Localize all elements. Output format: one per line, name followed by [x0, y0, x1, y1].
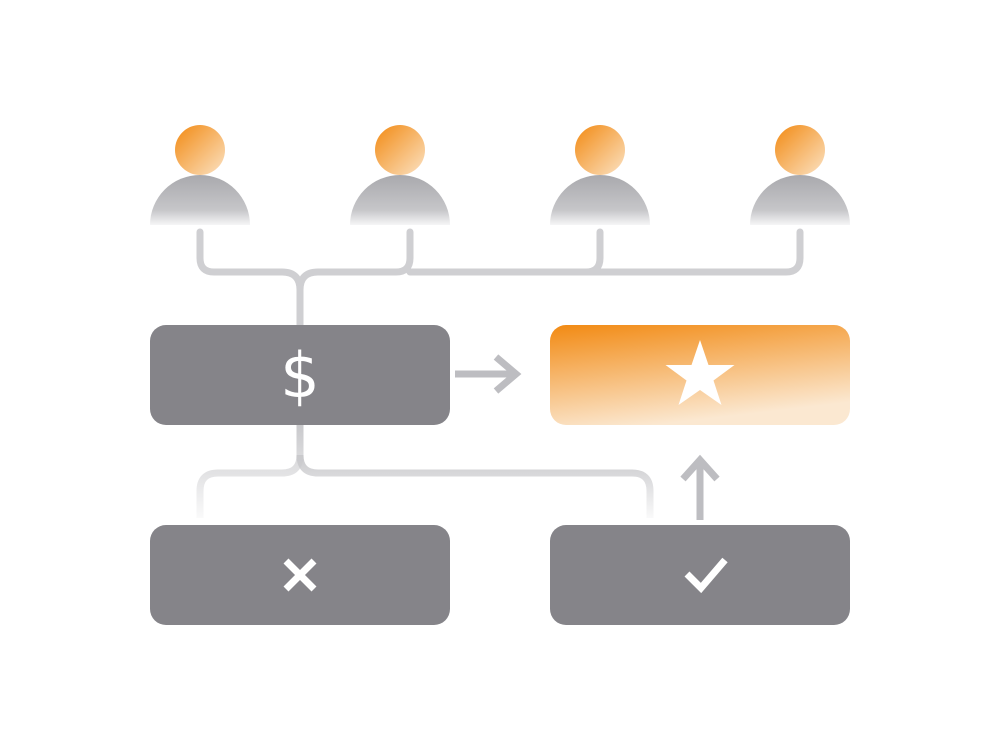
connector-to-rejected: [196, 425, 304, 518]
connector-user-2: [296, 228, 414, 294]
user-head: [775, 125, 825, 175]
user-head: [575, 125, 625, 175]
user-body: [350, 175, 450, 225]
checkmark-icon: [684, 557, 728, 594]
reward-box: [550, 325, 850, 425]
user-body: [150, 175, 250, 225]
connector-user-1: [196, 228, 304, 329]
connector-user-4: [582, 228, 804, 276]
user-body: [550, 175, 650, 225]
payment-box: $: [150, 325, 450, 425]
connector-user-3: [406, 228, 604, 276]
approved-box: [550, 525, 850, 625]
user-head: [175, 125, 225, 175]
star-icon: [665, 340, 735, 405]
close-icon: [283, 558, 317, 592]
user-connectors: [196, 228, 804, 329]
arrow-up-icon: [680, 454, 720, 520]
connector-to-approved: [296, 454, 654, 518]
arrow-right-icon: [455, 354, 522, 394]
user-2: [350, 125, 450, 225]
dollar-icon: $: [280, 339, 319, 412]
user-row: [150, 125, 850, 225]
user-3: [550, 125, 650, 225]
outcome-connectors: [196, 425, 654, 518]
user-1: [150, 125, 250, 225]
user-4: [750, 125, 850, 225]
rejected-box: [150, 525, 450, 625]
user-body: [750, 175, 850, 225]
user-head: [375, 125, 425, 175]
